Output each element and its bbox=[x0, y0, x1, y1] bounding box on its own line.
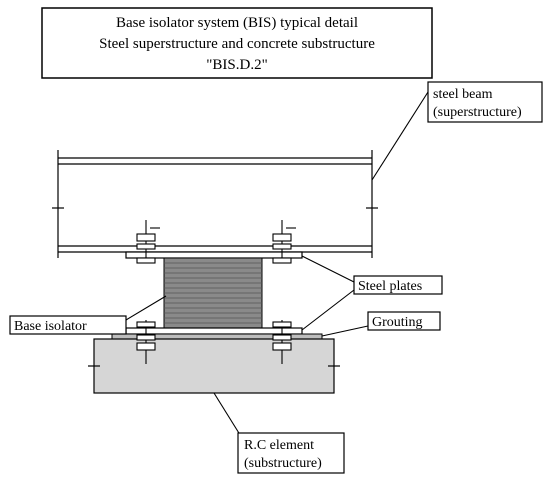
label-grouting: Grouting bbox=[367, 311, 441, 331]
label-grouting-text: Grouting bbox=[372, 315, 423, 330]
title-line-2: Steel superstructure and concrete substr… bbox=[99, 36, 375, 52]
label-steel-plates-text: Steel plates bbox=[358, 279, 422, 294]
leader-lines bbox=[125, 91, 429, 439]
title-line-3: "BIS.D.2" bbox=[206, 57, 267, 73]
title-box: Base isolator system (BIS) typical detai… bbox=[41, 7, 433, 79]
rc-element bbox=[88, 338, 340, 394]
label-rc-element: R.C element (substructure) bbox=[237, 432, 345, 474]
label-base-isolator-text: Base isolator bbox=[14, 319, 87, 334]
base-isolator bbox=[163, 257, 263, 329]
label-steel-beam-line1: steel beam bbox=[433, 87, 493, 102]
label-base-isolator: Base isolator bbox=[9, 315, 127, 335]
label-rc-element-line1: R.C element bbox=[244, 438, 314, 453]
anchor-bolts-top bbox=[136, 220, 296, 264]
top-steel-plate bbox=[125, 251, 303, 259]
label-steel-plates: Steel plates bbox=[353, 275, 443, 295]
label-steel-beam-line2: (superstructure) bbox=[433, 105, 522, 120]
bottom-steel-plate bbox=[125, 327, 303, 335]
steel-beam bbox=[52, 150, 378, 258]
anchor-bolts-bottom bbox=[136, 320, 292, 364]
label-steel-beam: steel beam (superstructure) bbox=[427, 81, 543, 123]
title-line-1: Base isolator system (BIS) typical detai… bbox=[116, 15, 358, 31]
label-rc-element-line2: (substructure) bbox=[244, 456, 322, 471]
